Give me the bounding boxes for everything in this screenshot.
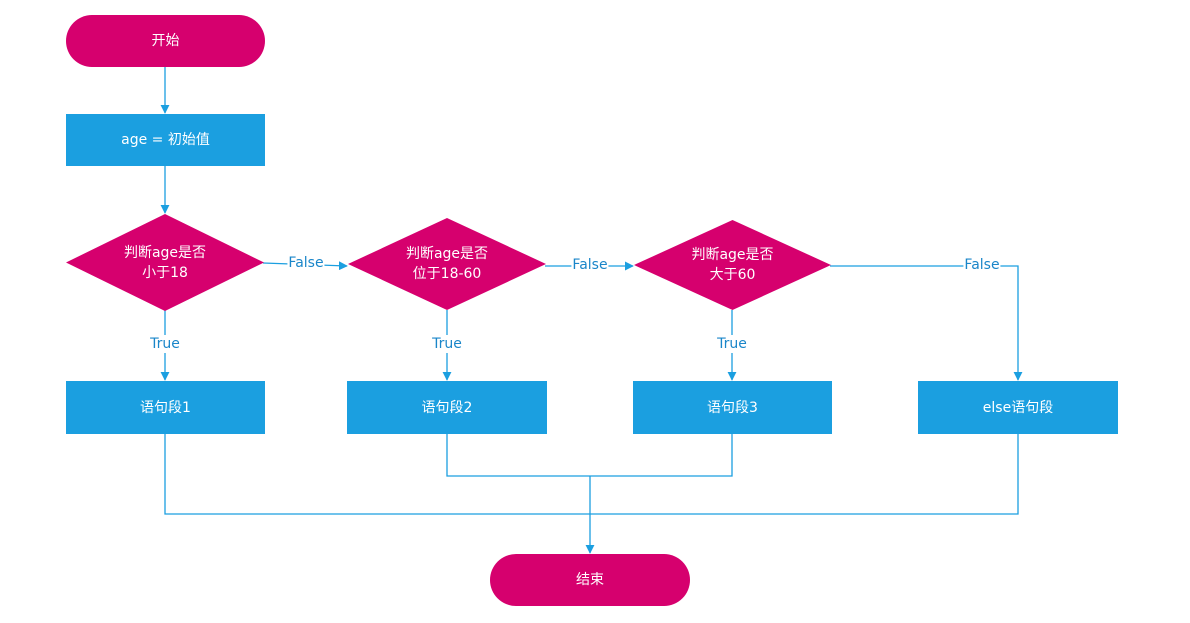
- end-node: 结束: [490, 554, 690, 606]
- decision-3-line2: 大于60: [709, 267, 756, 283]
- decision-node-1: 判断age是否 小于18: [66, 214, 264, 311]
- decision-shape-1: [66, 214, 264, 311]
- block-1-label: 语句段1: [140, 399, 191, 416]
- decision-node-3: 判断age是否 大于60: [634, 220, 831, 310]
- block-3-node: 语句段3: [633, 381, 832, 434]
- start-node: 开始: [66, 15, 265, 67]
- decision-shape-2: [348, 218, 546, 310]
- init-label: age = 初始值: [121, 132, 210, 148]
- edge-label-d3-false: False: [963, 256, 1001, 274]
- end-label: 结束: [576, 572, 604, 588]
- decision-2-line1: 判断age是否: [405, 246, 489, 262]
- decision-1-line1: 判断age是否: [123, 244, 207, 261]
- block-else-label: else语句段: [982, 399, 1054, 416]
- edge-label-d2-true: True: [431, 335, 463, 353]
- block-else-node: else语句段: [918, 381, 1118, 434]
- block-2-label: 语句段2: [421, 399, 473, 416]
- decision-3-line1: 判断age是否: [691, 247, 774, 263]
- block-2-node: 语句段2: [347, 381, 547, 434]
- connector-block2-block3-merge: [446, 434, 733, 477]
- decision-2-line2: 位于18-60: [412, 266, 482, 282]
- connector-block1-merge: [164, 434, 590, 515]
- connector-decision3-false: [830, 265, 1023, 381]
- edge-label-d3-true: True: [716, 335, 748, 353]
- block-1-node: 语句段1: [66, 381, 265, 434]
- start-label: 开始: [151, 33, 180, 49]
- block-3-label: 语句段3: [707, 399, 758, 416]
- edge-label-d1-false: False: [287, 254, 325, 272]
- decision-shape-3: [634, 220, 831, 310]
- decision-node-2: 判断age是否 位于18-60: [348, 218, 546, 310]
- connector-else-merge: [590, 434, 1019, 515]
- edge-label-d1-true: True: [149, 335, 181, 353]
- decision-1-line2: 小于18: [142, 264, 188, 281]
- edge-label-d2-false: False: [571, 256, 609, 274]
- init-node: age = 初始值: [66, 114, 265, 166]
